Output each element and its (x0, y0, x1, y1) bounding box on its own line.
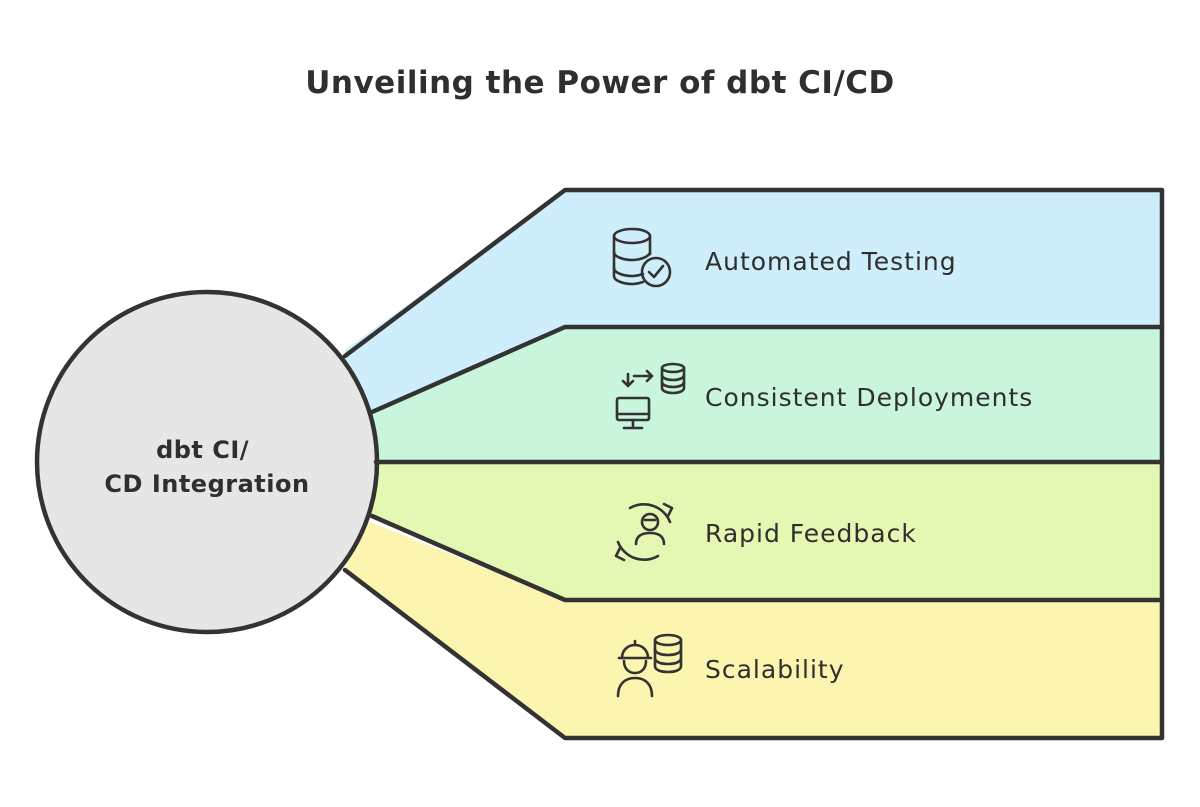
database-check-icon (612, 227, 672, 288)
branch-label-automated-testing: Automated Testing (705, 247, 957, 276)
diagram-title: Unveiling the Power of dbt CI/CD (305, 65, 895, 101)
monitor-database-sync-icon (615, 362, 686, 430)
hub-label-line2: CD Integration (104, 470, 309, 498)
branch-rapid-feedback: Rapid Feedback (614, 502, 917, 562)
worker-database-icon (616, 633, 683, 698)
hub-label: dbt CI/ CD Integration (104, 436, 309, 498)
band-fill-rapid-feedback (370, 463, 1162, 600)
branch-outlines (342, 187, 1165, 741)
branch-automated-testing: Automated Testing (612, 227, 957, 288)
branch-label-rapid-feedback: Rapid Feedback (705, 519, 917, 548)
branch-fills (345, 190, 1162, 738)
band-fill-automated-testing (345, 190, 1162, 420)
branch-consistent-deployments: Consistent Deployments (615, 362, 1033, 430)
branch-scalability: Scalability (616, 633, 845, 698)
hub-label-line1: dbt CI/ (156, 436, 249, 464)
branch-label-consistent-deployments: Consistent Deployments (705, 383, 1033, 412)
band-fill-consistent-deployments (372, 327, 1162, 463)
band-fill-scalability (345, 520, 1162, 738)
branch-label-scalability: Scalability (705, 655, 845, 684)
user-refresh-icon (614, 502, 674, 562)
